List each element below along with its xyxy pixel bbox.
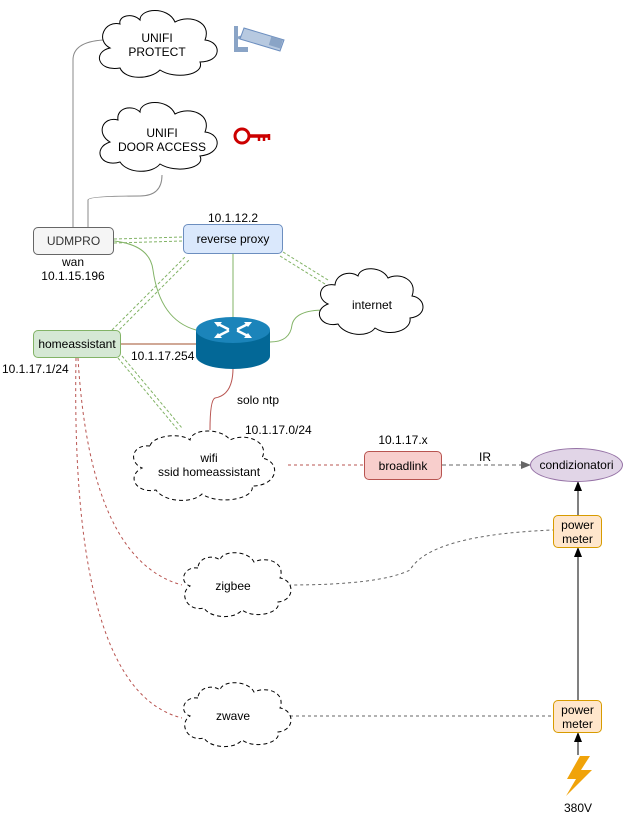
unifi-protect-line2: PROTECT [128,45,186,59]
edge-proxy-internet [282,251,329,281]
unifi-protect-label: UNIFI PROTECT [128,31,185,59]
reverse-proxy-node[interactable]: reverse proxy [183,224,283,254]
power-meter-top-line2: meter [562,531,593,546]
zwave-label: zwave [215,709,251,723]
unifi-door-label: UNIFI DOOR ACCESS [118,126,206,154]
ir-label: IR [479,450,491,464]
broadlink-label: broadlink [378,458,428,473]
edge-udmpro-protect [72,39,104,227]
unifi-door-line1: UNIFI [146,126,178,140]
cloud-zwave [183,682,292,747]
power-meter-bottom-line1: power [561,702,594,717]
router-ip: 10.1.17.254 [131,349,195,363]
edge-router-wifi [209,367,234,431]
unifi-door-line2: DOOR ACCESS [117,140,207,154]
power-source-label: 380V [563,801,593,815]
cloud-unifi-door [99,102,218,172]
reverse-proxy-ip: 10.1.12.2 [207,211,259,225]
key-icon [233,127,271,145]
power-meter-top-node[interactable]: power meter [553,515,602,548]
router-icon [196,317,270,369]
edge-zigbee-meter [287,529,554,586]
wifi-label: wifi ssid homeassistant [158,451,260,479]
solo-ntp-label: solo ntp [237,393,280,407]
unifi-protect-line1: UNIFI [141,31,173,45]
homeassistant-label: homeassistant [38,337,116,351]
udmpro-node[interactable]: UDMPRO [33,227,114,255]
condizionatori-node[interactable]: condizionatori [530,448,623,482]
edge-ha-zigbee [77,357,183,586]
homeassistant-node[interactable]: homeassistant [33,330,121,358]
wan-label: wan [61,255,85,269]
edge-udmpro-router [113,240,197,331]
broadlink-node[interactable]: broadlink [364,451,442,480]
power-meter-bottom-line2: meter [562,716,593,731]
wifi-line1: wifi [200,451,218,465]
cloud-internet [318,268,424,335]
power-meter-top-line1: power [561,517,594,532]
wifi-subnet: 10.1.17.0/24 [245,423,312,437]
edge-udmpro-door [87,174,163,227]
edge-router-internet [269,309,326,343]
udmpro-label: UDMPRO [46,234,101,248]
condizionatori-label: condizionatori [539,458,614,472]
edge-udmpro-proxy [113,236,184,240]
internet-label: internet [351,298,393,312]
lightning-bolt-icon [566,756,592,796]
cloud-zigbee [183,552,292,617]
power-meter-bottom-node[interactable]: power meter [553,700,602,733]
wan-ip-label: 10.1.15.196 [41,269,105,283]
homeassistant-ip: 10.1.17.1/24 [2,362,69,376]
reverse-proxy-label: reverse proxy [196,232,270,246]
cloud-wifi [133,430,276,501]
zigbee-label: zigbee [215,579,251,593]
edge-ha-proxy [111,255,187,331]
edge-ha-wifi [117,357,179,431]
edge-ha-zwave [75,357,183,719]
wifi-line2: ssid homeassistant [157,465,261,479]
cloud-unifi-protect [98,10,218,78]
broadlink-ip: 10.1.17.x [378,433,428,447]
security-camera-icon [234,26,285,52]
